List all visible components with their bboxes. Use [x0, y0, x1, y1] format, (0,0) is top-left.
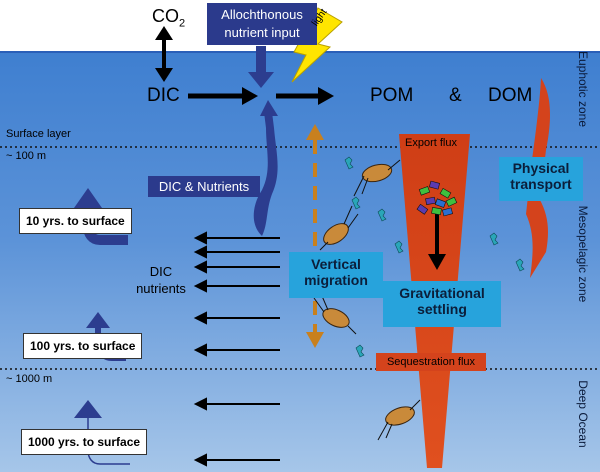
vertical-migration-box: Vertical migration: [289, 252, 383, 298]
co2-label: CO2: [152, 6, 185, 30]
particle-cluster: [416, 180, 458, 217]
ten-years-box: 10 yrs. to surface: [19, 208, 132, 234]
thousand-years-label: 1000 yrs. to surface: [28, 435, 141, 449]
deep-ocean-label: Deep Ocean: [576, 380, 590, 448]
dic-nutrients-label: DIC & Nutrients: [158, 179, 250, 194]
physical-transport-label: Physical transport: [510, 160, 572, 193]
light-bolt-icon: [291, 7, 343, 83]
euphotic-zone-label: Euphotic zone: [576, 50, 590, 128]
upwelling-arrow: [253, 100, 278, 236]
surface-depth-label: ~ 100 m: [6, 150, 47, 162]
sequestration-flux-label: Sequestration flux: [386, 356, 476, 368]
dic-label: DIC: [147, 85, 180, 106]
vertical-migration-arrow: [306, 124, 324, 348]
pom-arrow: [276, 87, 334, 105]
zooplankton-1: [353, 159, 401, 197]
sequestration-flux-box: Sequestration flux: [376, 353, 486, 371]
zooplankton-4: [377, 399, 421, 441]
pom-label: POM: [370, 85, 414, 106]
dic-nutrients-text-label: DIC nutrients: [136, 264, 186, 296]
dic-arrow: [188, 87, 258, 105]
settling-arrow: [428, 214, 446, 270]
vertical-migration-label: Vertical migration: [304, 256, 368, 289]
zooplankton-3: [313, 295, 357, 335]
physical-transport-box: Physical transport: [499, 157, 583, 201]
co2-exchange-arrow: [155, 26, 173, 82]
ten-years-label: 10 yrs. to surface: [26, 214, 125, 228]
ampersand-label: &: [449, 85, 462, 106]
dic-nutrients-box: DIC & Nutrients: [148, 176, 260, 197]
co2-text: CO: [152, 6, 179, 26]
dic-nutrients-text: DIC nutrients: [126, 263, 196, 297]
phytoplankton-specks: [344, 156, 525, 358]
gravitational-settling-label: Gravitational settling: [399, 285, 485, 318]
hundred-years-box: 100 yrs. to surface: [23, 333, 143, 359]
hundred-years-label: 100 yrs. to surface: [30, 339, 136, 353]
allochthonous-input-box: Allochthonous nutrient input: [207, 3, 317, 45]
export-flux-label: Export flux: [405, 137, 457, 149]
thousand-years-box: 1000 yrs. to surface: [21, 429, 148, 455]
deep-depth-label: ~ 1000 m: [6, 373, 53, 385]
surface-layer-label: Surface layer: [6, 128, 71, 140]
dic-nutrient-arrows: [193, 231, 280, 467]
nutrient-input-arrow: [248, 46, 274, 88]
dom-label: DOM: [488, 85, 533, 106]
gravitational-settling-box: Gravitational settling: [383, 281, 501, 327]
zooplankton-2: [319, 205, 359, 251]
allochthonous-label: Allochthonous nutrient input: [221, 7, 303, 40]
co2-subscript: 2: [179, 17, 186, 30]
mesopelagic-zone-label: Mesopelagic zone: [576, 205, 590, 303]
